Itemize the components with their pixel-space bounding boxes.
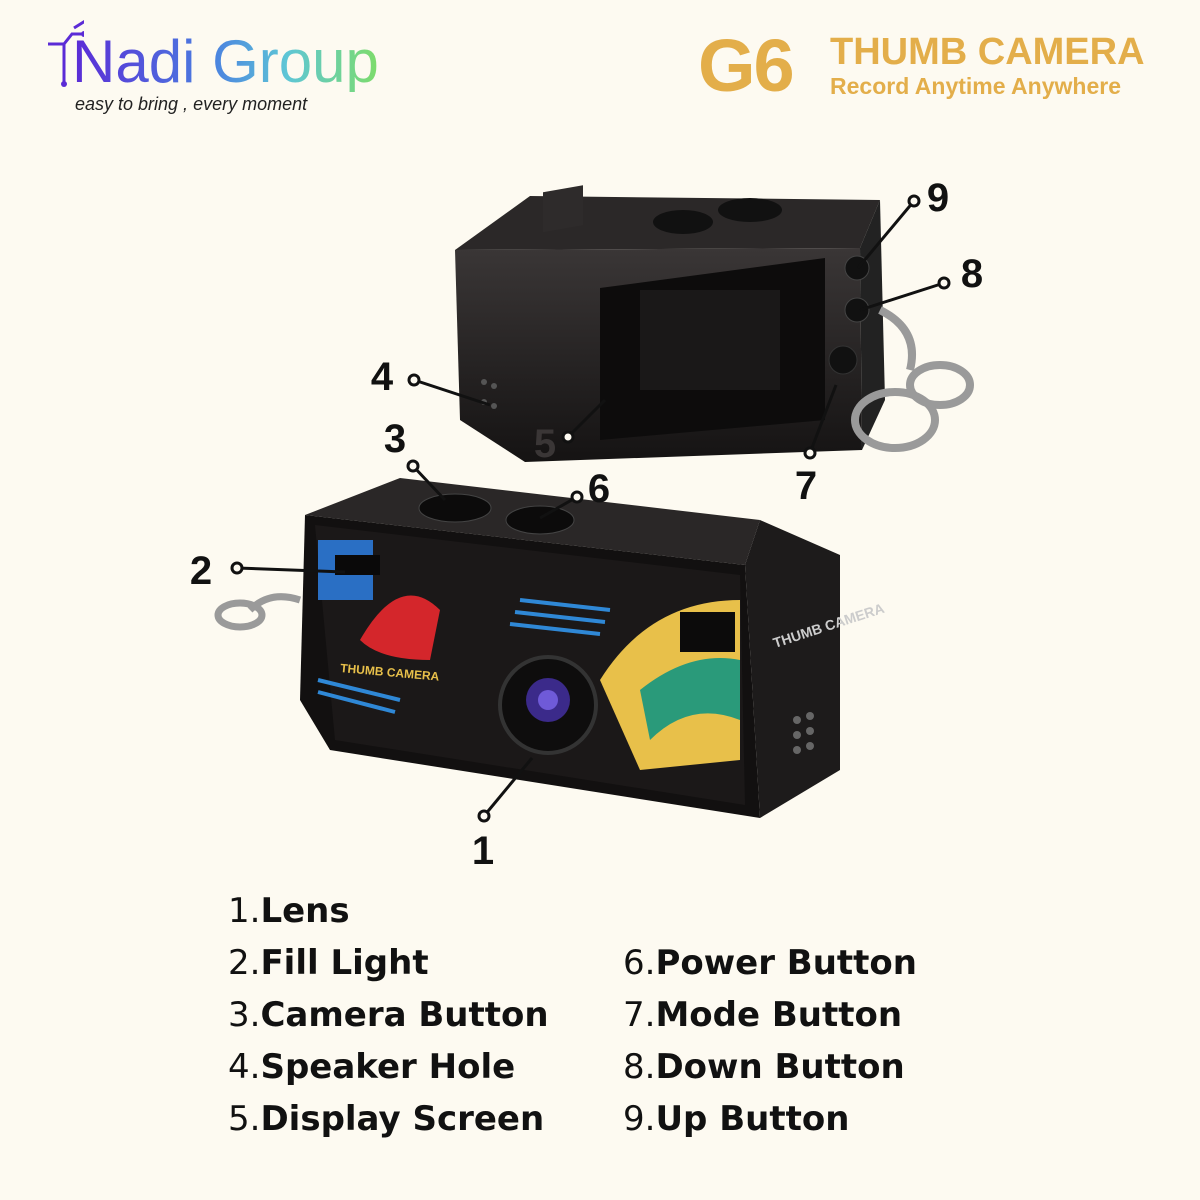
callout-6: 6 (587, 467, 611, 511)
front-speaker (793, 712, 814, 754)
callout-9: 9 (926, 176, 950, 220)
camera-back-view (455, 185, 974, 462)
nadi-group-logo: Nadi Group easy to bring , every moment (44, 14, 404, 124)
down-button (844, 297, 870, 323)
camera-button (418, 493, 492, 523)
callout-7: 7 (794, 464, 818, 508)
legend-item: 6.Power Button (623, 943, 917, 983)
product-subtitle: Record Anytime Anywhere (830, 73, 1121, 99)
camera-front-view: THUMB CAMERA THUMB CAMERA (214, 478, 886, 818)
back-top-button-right (718, 198, 782, 222)
logo-name: Nadi Group (72, 28, 379, 95)
callout-5: 5 (533, 422, 557, 466)
callout-2: 2 (189, 549, 213, 593)
circuit-icon (48, 19, 84, 87)
callout-3: 3 (383, 417, 407, 461)
product-title: THUMB CAMERA (830, 31, 1145, 73)
legend-item: 1.Lens (228, 891, 350, 931)
callout-8: 8 (960, 252, 984, 296)
keychain-back (851, 306, 974, 452)
legend-item: 3.Camera Button (228, 995, 549, 1035)
legend-item: 4.Speaker Hole (228, 1047, 516, 1087)
back-top-button-left (653, 210, 713, 234)
fill-light (335, 555, 380, 575)
camera-illustration: THUMB CAMERA THUMB CAMERA (214, 185, 974, 823)
legend-item: 2.Fill Light (228, 943, 429, 983)
callout-4: 4 (370, 355, 394, 399)
legend-item: 8.Down Button (623, 1047, 905, 1087)
logo-tagline: easy to bring , every moment (75, 94, 308, 114)
legend-item: 5.Display Screen (228, 1099, 545, 1139)
callout-lines (230, 194, 951, 823)
legend-item: 7.Mode Button (623, 995, 903, 1035)
model-name: G6 (698, 24, 795, 107)
mode-button (828, 345, 858, 375)
keychain-front (214, 593, 302, 631)
legend-item: 9.Up Button (623, 1099, 850, 1139)
power-button (505, 505, 575, 535)
callout-1: 1 (471, 829, 495, 873)
